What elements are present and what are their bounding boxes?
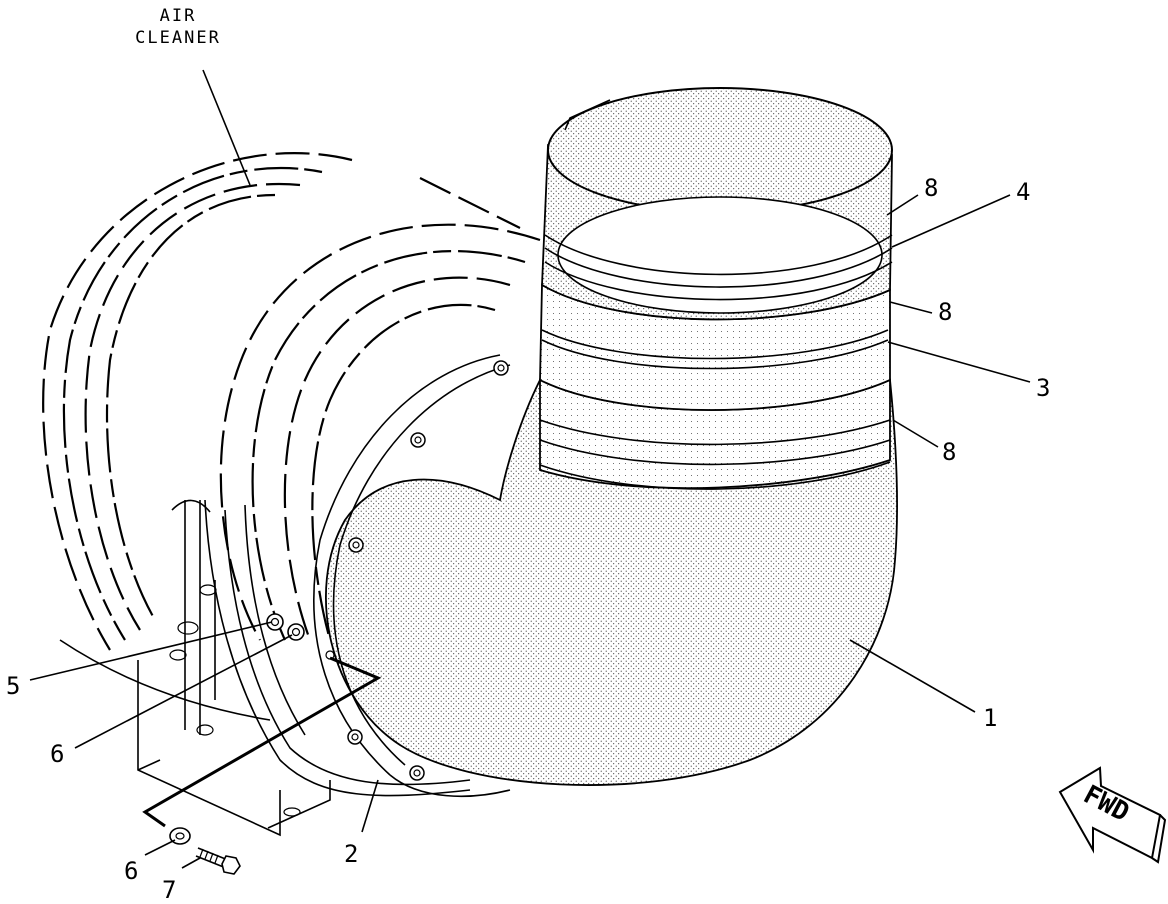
flange-bolt [348,537,364,553]
callout-8: 8 [942,438,956,466]
air-cleaner-label: CLEANER [135,28,221,48]
flange-bolt [410,432,426,448]
flange-bolt [347,729,363,745]
air-cleaner-label: AIR [160,6,197,26]
callout-3: 3 [1036,374,1050,402]
callout-4: 4 [1016,178,1030,206]
callout-6: 6 [50,740,64,768]
washer-part-6-upper [287,623,305,641]
callout-6: 6 [124,857,138,885]
flange-bolt [493,360,509,376]
assembly-lines [142,656,382,828]
callout-8: 8 [924,174,938,202]
callout-5: 5 [6,672,20,700]
mounting-bracket [137,499,331,837]
callout-7: 7 [162,876,176,904]
leader-lines [29,69,1031,869]
callout-8: 8 [938,298,952,326]
forward-arrow-icon: FWD [1058,766,1167,864]
flange-bolt [409,765,425,781]
callout-1: 1 [983,704,997,732]
nut-part-5 [266,613,284,631]
callout-2: 2 [344,840,358,868]
air-cleaner-housing [42,152,541,797]
bolt-part-7 [195,847,241,875]
upper-tube [541,87,893,321]
